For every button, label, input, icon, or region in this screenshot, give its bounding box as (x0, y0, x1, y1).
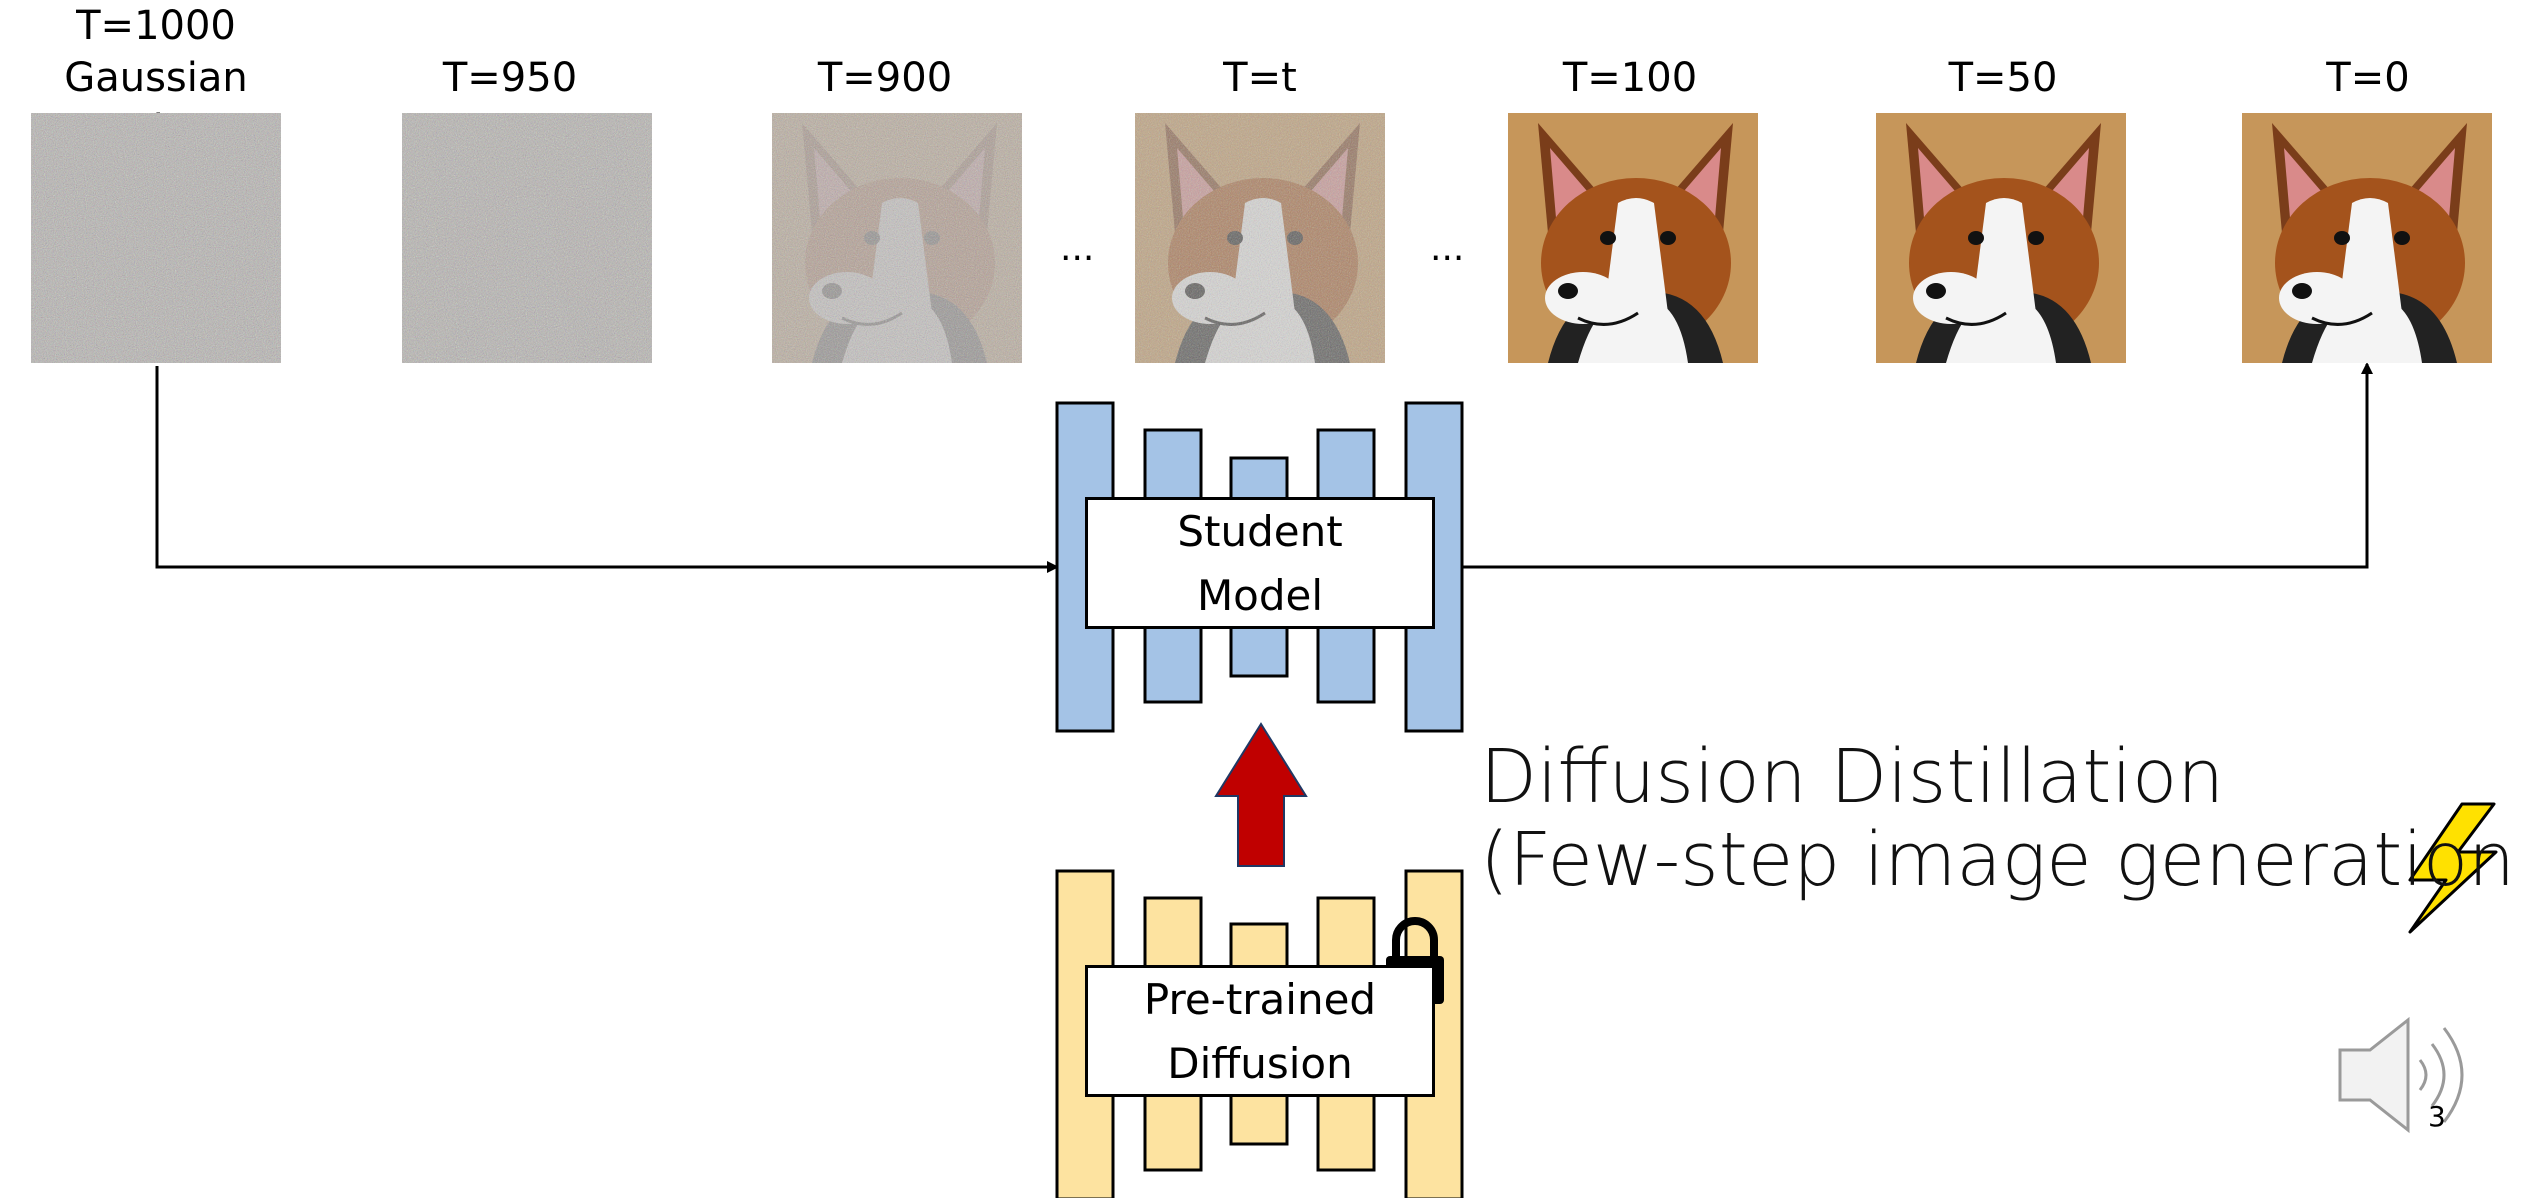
noise-image-frame (402, 113, 652, 363)
corgi-image (1508, 113, 1758, 363)
frame-image (1508, 113, 1758, 363)
partially-denoised-corgi-image (1135, 113, 1385, 363)
distillation-arrow (1216, 724, 1306, 866)
noise-image-frame (31, 113, 281, 363)
input-flow-arrow (157, 366, 1057, 567)
timestep-label: T=100 (1480, 52, 1780, 104)
page-number: 3 (2428, 1100, 2446, 1133)
timestep-label: T=0 (2218, 52, 2518, 104)
timestep-label: T=50 (1853, 52, 2153, 104)
frame-image (402, 113, 652, 363)
caption-subtitle-text: (Few-step image generation (1480, 817, 2515, 903)
timestep-label: T=950 (360, 52, 660, 104)
sequence-ellipsis: ... (1060, 228, 1094, 269)
frame-image (772, 113, 1022, 363)
frame-image (1135, 113, 1385, 363)
diagram-caption-subtitle: (Few-step image generation) (1480, 818, 2522, 902)
diagram-caption-title: Diffusion Distillation (1480, 735, 2224, 819)
corgi-image (1876, 113, 2126, 363)
corgi-image (2242, 113, 2492, 363)
pretrained-diffusion-label: Pre-trained Diffusion (1085, 965, 1435, 1097)
frame-image (31, 113, 281, 363)
timestep-label: T=t (1110, 52, 1410, 104)
sequence-ellipsis: ... (1430, 228, 1464, 269)
timestep-label: T=900 (735, 52, 1035, 104)
frame-image (1876, 113, 2126, 363)
student-model-label: Student Model (1085, 497, 1435, 629)
frame-image (2242, 113, 2492, 363)
output-flow-arrow (1462, 364, 2367, 567)
partially-denoised-corgi-image (772, 113, 1022, 363)
